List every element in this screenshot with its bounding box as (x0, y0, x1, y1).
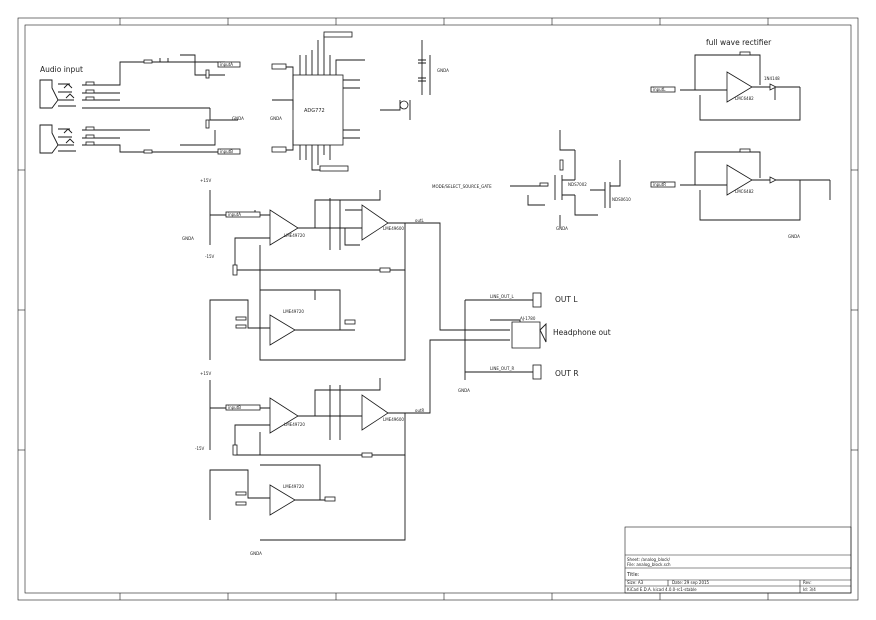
rectifier-2: inputR LMC6482 GNDA (650, 148, 831, 239)
mosfet-1: NDS7002 (568, 182, 587, 187)
tb-file: File: analog_block.sch (627, 562, 671, 567)
gate-resistor (559, 159, 564, 171)
rectifier-1: inputL LMC6482 1N4148 (650, 51, 801, 121)
right-channel: inputB LME49720 LME49600 outR +15V -15V … (195, 339, 480, 556)
rect-diode-1: 1N4148 (764, 76, 780, 81)
headphone-jack-part: AJ-1780 (520, 316, 536, 321)
gnd-mosfet: GNDA (556, 226, 568, 231)
net-outr: outR (415, 408, 425, 413)
mux-ic: ADG772 (292, 74, 344, 146)
mux-net-top (323, 31, 353, 38)
full-wave-rectifier-title: full wave rectifier (706, 38, 772, 47)
op-u5a: LME49720 (284, 233, 305, 238)
net-inputa-l: inputA (228, 212, 241, 217)
tb-id: Id: 3/4 (803, 587, 816, 592)
buf-u4: LME49600 (383, 417, 404, 422)
label-out-r: OUT R (555, 369, 579, 378)
vee-r: -15V (195, 446, 205, 451)
left-channel: inputA LME49720 LME49600 outL +15V -15V … (182, 178, 480, 361)
tb-date: Date: 29 sep 2015 (672, 580, 710, 585)
mux-net-bottom (319, 165, 349, 172)
vcc-r: +15V (200, 371, 211, 376)
mosfet-2: NDS0610 (612, 197, 631, 202)
inner-frame (24, 24, 852, 594)
tb-title: Title: (626, 572, 640, 578)
gnd-l: GNDA (182, 236, 194, 241)
tb-size: Size: A3 (627, 580, 644, 585)
net-input-a: inputA (220, 62, 233, 67)
net-inputb-r: inputB (228, 405, 241, 410)
vee-l: -15V (205, 254, 215, 259)
rect-op-2: LMC6482 (735, 189, 754, 194)
tb-sheet: Sheet: /analog_block/ (627, 557, 671, 562)
net-line-out-r: LINE_OUT_R (490, 366, 514, 371)
net-mode-select: MODE/SELECT_SOURCE_GATE (432, 184, 492, 189)
outer-frame (17, 17, 859, 601)
mux-in-r (271, 146, 287, 153)
title-block: Sheet: /analog_block/ File: analog_block… (624, 526, 852, 594)
mux-decoupling: GNDA (399, 59, 449, 110)
output-section: LINE_OUT_L LINE_OUT_R AJ-1780 OUT L Head… (458, 292, 611, 393)
rect-in-r: inputR (653, 182, 666, 187)
mux-label: ADG772 (304, 108, 325, 114)
net-outl: outL (415, 218, 425, 223)
rect-in-l: inputL (653, 87, 666, 92)
label-out-l: OUT L (555, 295, 578, 304)
rect-op-1: LMC6482 (735, 96, 754, 101)
frame-ticks (18, 18, 858, 600)
net-input-b: inputB (220, 149, 233, 154)
vcc-l: +15V (200, 178, 211, 183)
label-headphone-out: Headphone out (553, 328, 611, 337)
net-line-out-l: LINE_OUT_L (490, 294, 514, 299)
gnd-mux-decap: GNDA (437, 68, 449, 73)
gnd-rectifier: GNDA (788, 234, 800, 239)
tb-kicad: KiCad E.D.A. kicad 4.0.0-rc1-stable (627, 587, 697, 592)
gnd-mux: GNDA (270, 116, 282, 121)
mux-in-l (271, 63, 287, 70)
audio-input-title: Audio input (40, 65, 83, 74)
gnd-output: GNDA (458, 388, 470, 393)
input-jack-2 (39, 124, 76, 154)
mosfet-wiring (510, 130, 621, 228)
input-resistors (85, 59, 210, 154)
gnd-audio-in: GNDA (232, 116, 244, 121)
input-net-labels: inputA inputB GNDA (217, 61, 244, 155)
series-resistor (539, 182, 549, 187)
buf-u3: LME49600 (383, 226, 404, 231)
op-u6b: LME49720 (283, 484, 304, 489)
tb-rev: Rev: (803, 580, 812, 585)
input-jack-1 (39, 79, 76, 109)
gnd-r: GNDA (250, 551, 262, 556)
op-u6a: LME49720 (284, 422, 305, 427)
op-u5b: LME49720 (283, 309, 304, 314)
input-wiring (82, 54, 238, 153)
